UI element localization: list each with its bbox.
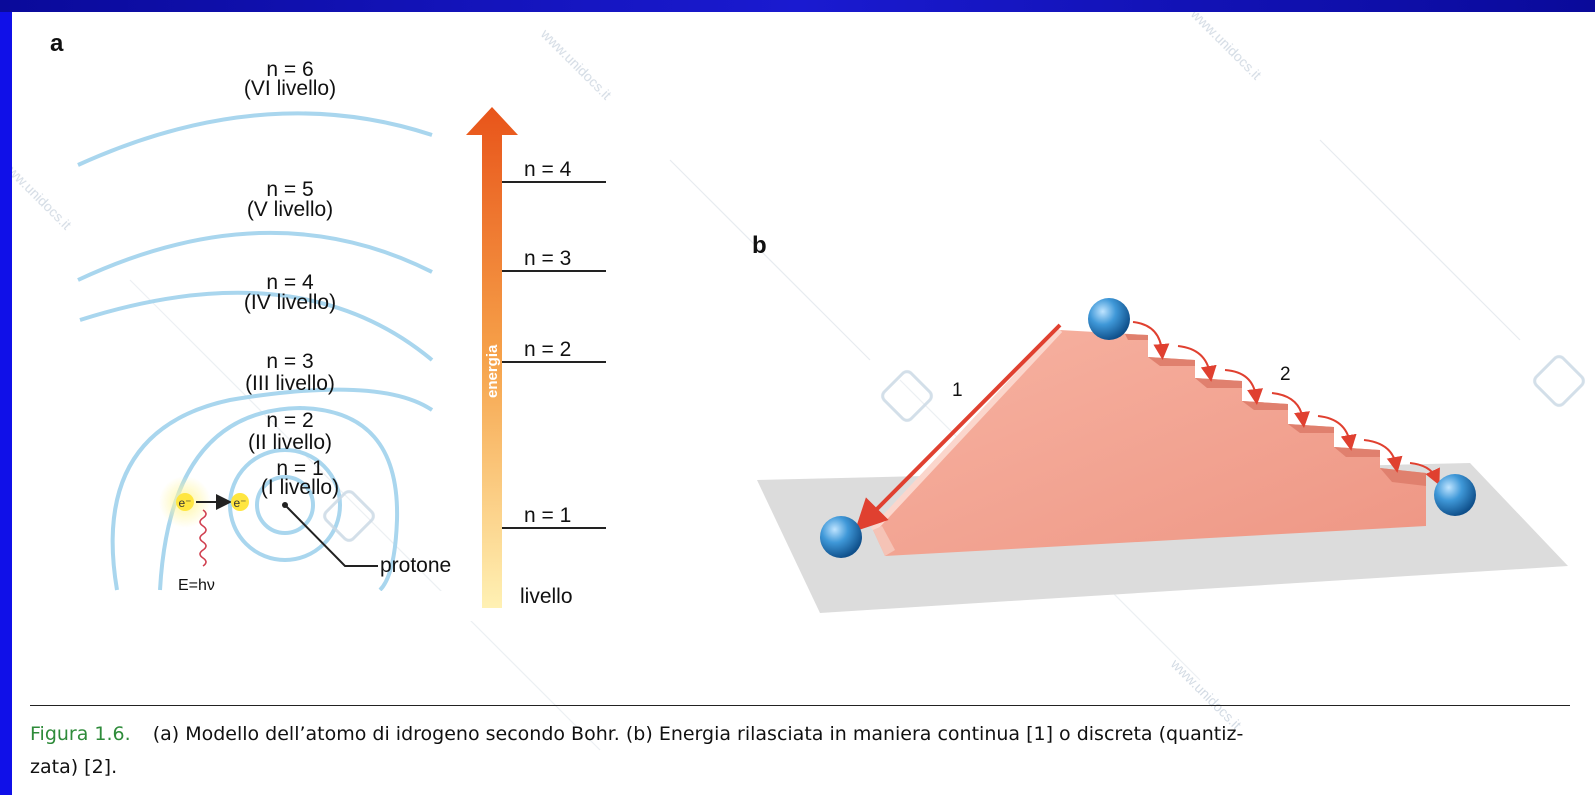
slide: www.unidocs.it www.unidocs.it www.unidoc… — [12, 12, 1595, 795]
figure-canvas: www.unidocs.it www.unidocs.it www.unidoc… — [12, 12, 1595, 795]
energy-axis-label: energia — [484, 344, 501, 398]
panel-b: b 1 2 — [322, 232, 1586, 613]
orbit-name-2: (II livello) — [248, 431, 332, 454]
level-label-1: n = 1 — [524, 504, 571, 527]
ball-bottom-left — [820, 516, 862, 558]
level-label-2: n = 2 — [524, 338, 571, 361]
orbit-name-6: (VI livello) — [244, 77, 336, 100]
orbit-name-3: (III livello) — [245, 372, 335, 395]
ball-top — [1088, 298, 1130, 340]
orbit-n-2: n = 2 — [266, 409, 313, 432]
orbit-n-3: n = 3 — [266, 350, 313, 373]
panel-a-label: a — [50, 30, 64, 57]
orbit-5 — [78, 233, 432, 280]
watermark: www.unidocs.it — [12, 155, 75, 233]
level-axis-label: livello — [520, 585, 573, 608]
orbit-name-4: (IV livello) — [244, 291, 336, 314]
panel-a: a n = 6 (VI livello) n = 5 (V livello) n… — [50, 30, 606, 621]
proton-label: protone — [380, 554, 451, 577]
level-label-4: n = 4 — [524, 158, 572, 181]
slide-top-bar — [0, 0, 1595, 12]
electron-inner-label: e⁻ — [233, 496, 246, 510]
orbit-name-5: (V livello) — [247, 198, 333, 221]
watermarks: www.unidocs.it www.unidocs.it www.unidoc… — [12, 12, 1520, 750]
orbit-6 — [78, 113, 432, 165]
figure-caption: Figura 1.6. (a) Modello dell’atomo di idr… — [30, 705, 1570, 784]
caption-text-continued: zata) [2]. — [30, 751, 1570, 784]
watermark: www.unidocs.it — [537, 25, 615, 103]
path-2-label: 2 — [1280, 364, 1291, 385]
level-label-3: n = 3 — [524, 247, 571, 270]
figure-number: Figura 1.6. — [30, 723, 131, 745]
orbit-name-1: (I livello) — [261, 476, 339, 499]
orbit-labels: n = 6 (VI livello) n = 5 (V livello) n =… — [244, 58, 339, 499]
path-1-label: 1 — [952, 380, 963, 401]
watermark: www.unidocs.it — [1187, 12, 1265, 83]
orbit-rings — [78, 113, 432, 590]
caption-text: (a) Modello dell’atomo di idrogeno secon… — [153, 723, 1244, 745]
panel-b-label: b — [752, 232, 767, 259]
ball-bottom-right — [1434, 474, 1476, 516]
electron-outer-label: e⁻ — [178, 496, 191, 510]
